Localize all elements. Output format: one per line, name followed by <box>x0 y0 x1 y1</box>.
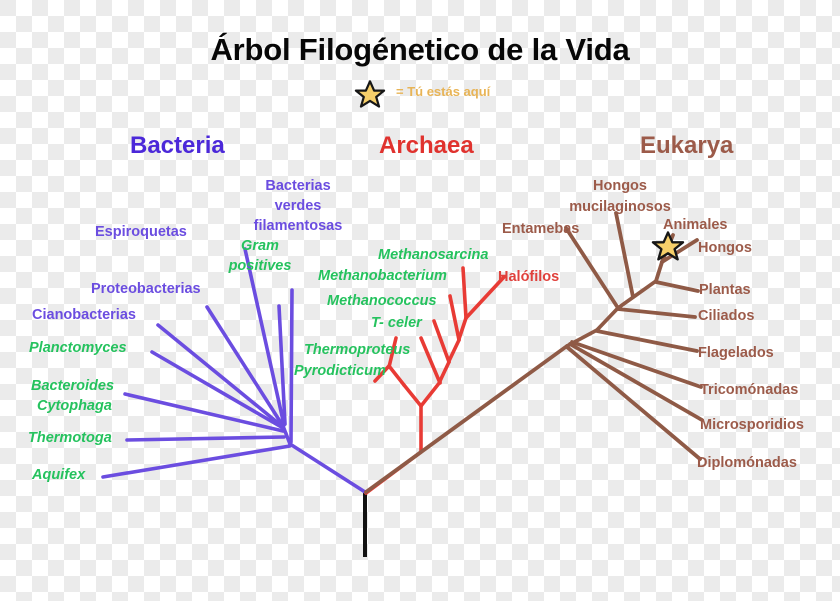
taxon-hongos-mucilaginosos-line1: Hongos <box>593 178 647 194</box>
taxon-gram-positives-line1: Gram <box>241 238 279 254</box>
taxon-bacterias-verdes-line2: verdes <box>274 198 322 214</box>
domain-header-bacteria: Bacteria <box>130 132 225 159</box>
taxon-hongos: Hongos <box>698 240 752 256</box>
taxon-ciliados: Ciliados <box>698 308 755 324</box>
taxon-pyrodicticum: Pyrodicticum <box>294 363 386 379</box>
taxon-planctomyces: Planctomyces <box>29 340 127 356</box>
taxon-methanosarcina: Methanosarcina <box>378 247 489 263</box>
taxon-t-celer: T- celer <box>371 315 422 331</box>
taxon-espiroquetas: Espiroquetas <box>95 224 187 240</box>
taxon-animales: Animales <box>663 217 728 233</box>
bacteria-branches <box>101 247 367 494</box>
taxon-bacteroides: Bacteroides <box>31 378 115 394</box>
taxon-plantas: Plantas <box>699 282 751 298</box>
taxon-aquifex: Aquifex <box>32 467 86 483</box>
taxon-tricomonadas: Tricomónadas <box>700 382 799 398</box>
domain-header-archaea: Archaea <box>379 132 474 159</box>
taxon-gram-positives-line2: positives <box>228 258 292 274</box>
taxon-methanococcus: Methanococcus <box>327 293 437 309</box>
taxon-microsporidios: Microsporidios <box>700 417 804 433</box>
legend-label: = Tú estás aquí <box>396 84 491 99</box>
taxon-cianobacterias: Cianobacterias <box>32 307 136 323</box>
taxon-proteobacterias: Proteobacterias <box>91 281 201 297</box>
star-icon-legend <box>354 80 386 108</box>
taxon-thermotoga: Thermotoga <box>28 430 112 446</box>
taxon-bacterias-verdes-line1: Bacterias <box>265 178 331 194</box>
taxon-hongos-mucilaginosos-line2: mucilaginosos <box>569 199 671 215</box>
domain-header-eukarya: Eukarya <box>640 132 734 159</box>
taxon-flagelados: Flagelados <box>698 345 774 361</box>
taxon-cytophaga: Cytophaga <box>37 398 112 414</box>
star-icon-you-are-here <box>651 231 685 261</box>
taxon-methanobacterium: Methanobacterium <box>318 268 447 284</box>
taxon-thermoproteus: Thermoproteus <box>304 342 411 358</box>
taxon-bacterias-verdes-line3: filamentosas <box>253 218 343 234</box>
taxon-diplomonadas: Diplomónadas <box>697 455 797 471</box>
taxon-entamebas: Entamebas <box>502 221 580 237</box>
page-title: Árbol Filogénetico de la Vida <box>210 32 630 67</box>
taxon-halofilos: Halófilos <box>498 269 560 285</box>
